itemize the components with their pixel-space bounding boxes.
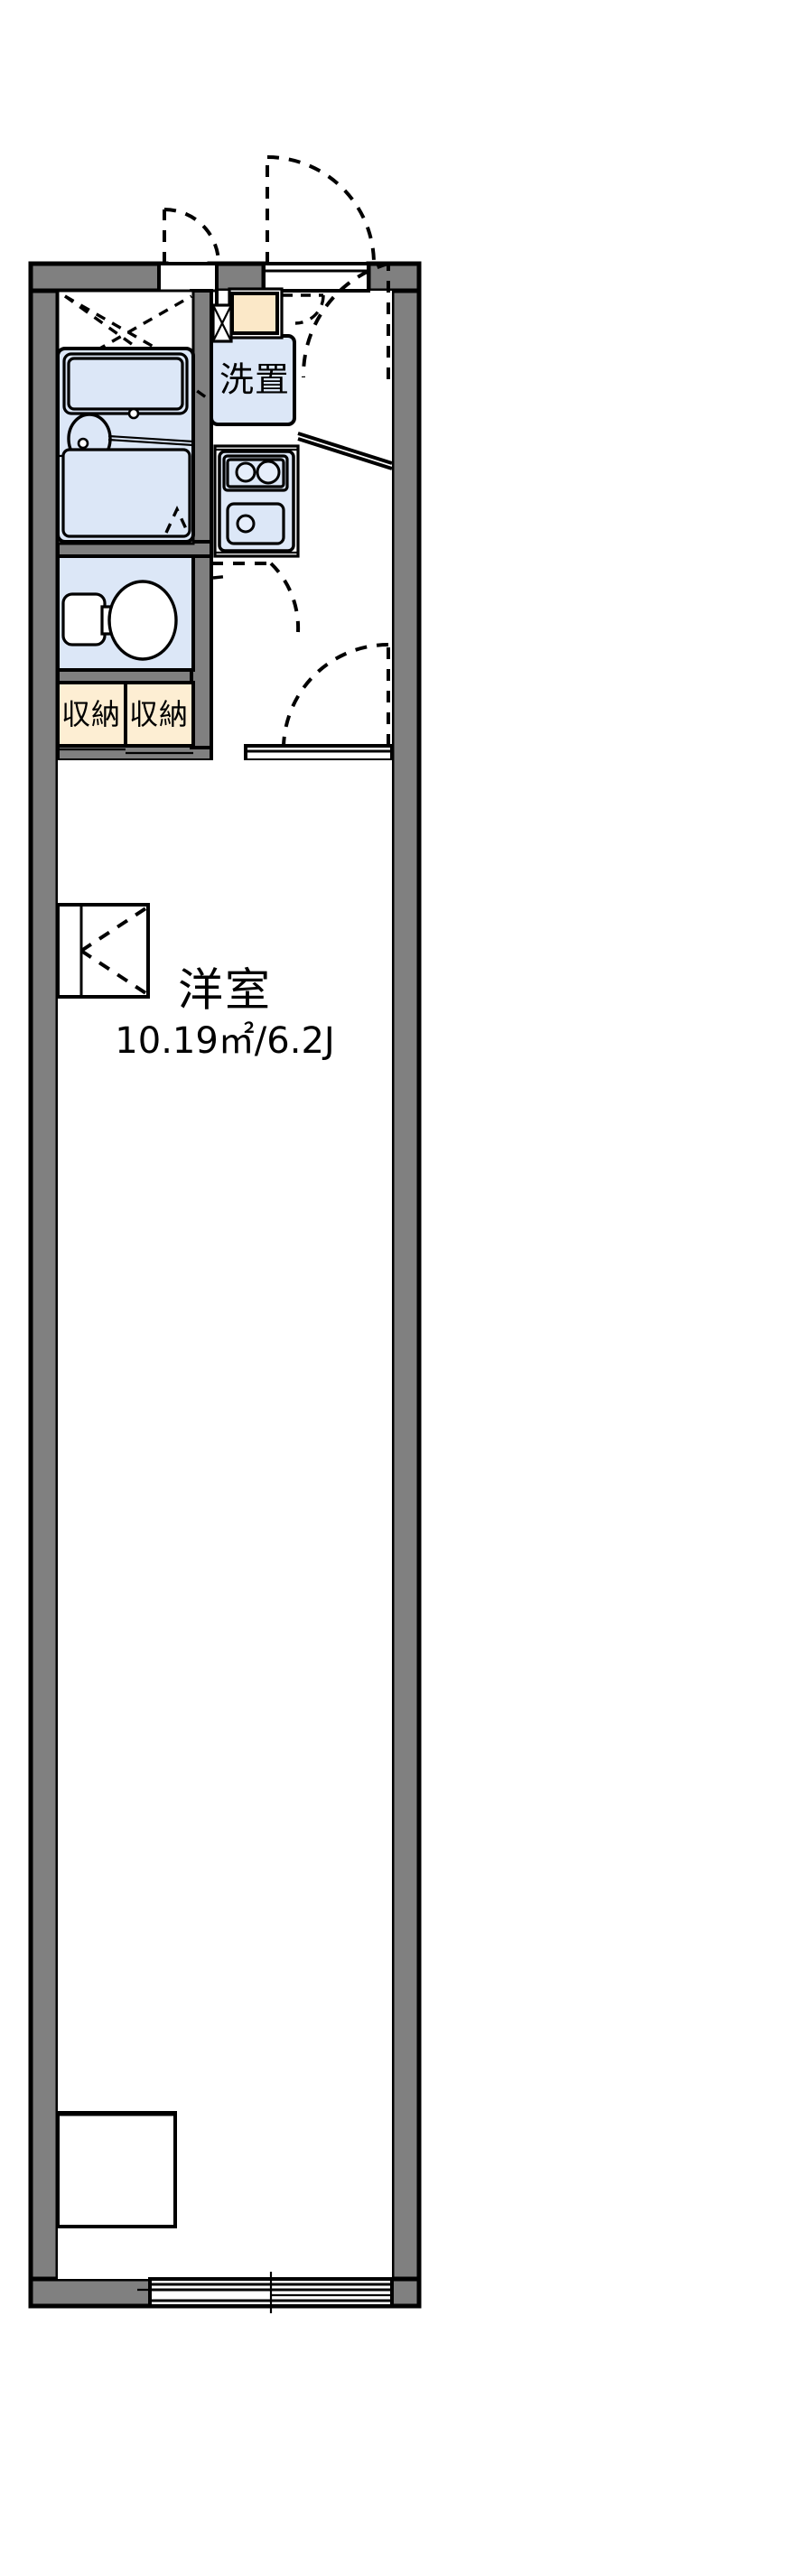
entrance-door[interactable] <box>266 155 376 265</box>
closet-left-label: 収納 <box>61 697 121 731</box>
hallway <box>297 432 393 470</box>
kitchen-sink <box>226 502 285 545</box>
bath-block <box>56 289 213 762</box>
closet-right[interactable]: 収納 <box>124 681 195 748</box>
washer-label: 洗置 <box>219 360 290 400</box>
closet-right-label: 収納 <box>129 697 189 731</box>
shoe-cabinet[interactable] <box>228 287 325 339</box>
main-room-name: 洋室 <box>178 964 272 1017</box>
upper-door[interactable] <box>163 208 220 265</box>
closet-left[interactable]: 収納 <box>56 681 127 748</box>
washer-space: 洗置 <box>210 334 296 426</box>
entrance-area <box>262 155 376 293</box>
toilet-door[interactable] <box>212 574 230 580</box>
kitchen-stove <box>222 454 289 492</box>
unit-bath <box>56 289 207 545</box>
toilet-room <box>56 554 230 672</box>
lower-recess <box>56 2111 177 2228</box>
main-room-area: 10.19㎡/6.2J <box>115 1020 334 1062</box>
storage-closets: 収納 収納 <box>56 681 195 755</box>
room-closet[interactable] <box>56 903 150 999</box>
utility-x-box <box>211 303 233 343</box>
bath-door[interactable] <box>211 562 301 633</box>
main-room: 洋室 10.19㎡/6.2J <box>56 760 392 2279</box>
balcony-window[interactable] <box>137 2272 394 2313</box>
room-door[interactable] <box>301 262 390 379</box>
kitchen-unit <box>213 444 300 558</box>
